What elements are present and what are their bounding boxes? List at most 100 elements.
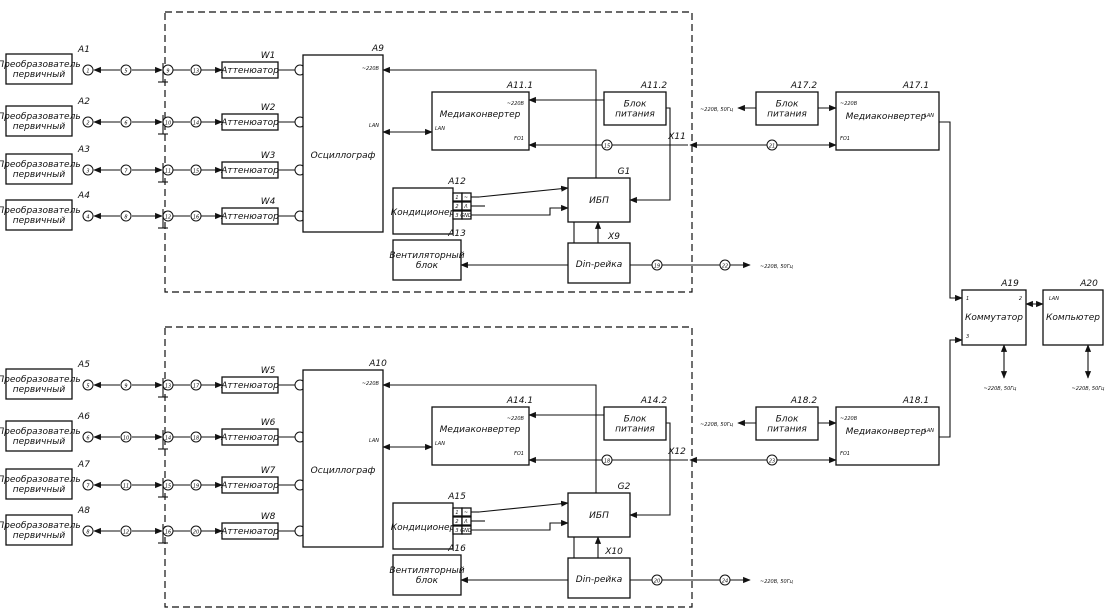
- ups-box: [567, 492, 631, 538]
- terminal-ref: X11: [667, 132, 686, 142]
- sensor-text: Преобразователь: [0, 375, 81, 385]
- mains-mark: [719, 574, 731, 586]
- mc-power-port: ~220В: [507, 416, 525, 422]
- attenuator-label: Аттенюатор: [220, 481, 279, 491]
- oscilloscope-box: [302, 369, 384, 548]
- power-link: [629, 107, 671, 204]
- fo-trunk-mark-label: 21: [769, 144, 775, 150]
- conditioner-label: Кондиционер: [391, 523, 456, 533]
- fo-mark-label: 15: [604, 144, 610, 150]
- sensor-text: Преобразователь: [0, 60, 81, 70]
- conditioner-port-num: 3: [455, 528, 458, 534]
- remote-mc-fo: FO1: [840, 136, 850, 142]
- rail-mark-label: 19: [654, 264, 660, 270]
- conditioner-port-sig: ~: [464, 510, 468, 516]
- din-rail-ref: X9: [607, 232, 620, 242]
- sensor-box: [5, 468, 73, 500]
- sensor-text: первичный: [13, 385, 66, 395]
- remote-mc-label: Медиаконвертер: [846, 112, 927, 122]
- sensor-text: первичный: [13, 122, 66, 132]
- terminal-ref: X12: [667, 447, 686, 457]
- connector-1-label: 7: [86, 484, 90, 490]
- cable-ref: W6: [261, 418, 276, 428]
- connector-2: [120, 431, 132, 443]
- connector-4-label: 19: [193, 484, 199, 490]
- connector-2: [120, 479, 132, 491]
- connector-1-label: 5: [86, 384, 89, 390]
- mains-mark-label: 22: [722, 264, 728, 270]
- osc-power-port: ~220В: [362, 381, 380, 387]
- conditioner-link: [491, 519, 569, 531]
- cable-ref: W7: [261, 466, 276, 476]
- attenuator-label: Аттенюатор: [220, 212, 279, 222]
- power-supply-box: [603, 406, 667, 441]
- lan-to-switch: [939, 336, 963, 438]
- connector-3-label: 10: [165, 121, 171, 127]
- attenuator-label: Аттенюатор: [220, 433, 279, 443]
- connector-2: [120, 164, 132, 176]
- connector-2-label: 7: [124, 169, 128, 175]
- switch-port: 2: [1019, 296, 1022, 302]
- fo-trunk-mark-label: 23: [769, 459, 775, 465]
- power-link: [629, 422, 671, 519]
- connector-1: [82, 116, 94, 128]
- rail-mark: [651, 574, 663, 586]
- remote-psu-text: Блок: [776, 100, 799, 110]
- fan-block-text: Вентиляторный: [389, 251, 464, 261]
- remote-psu-text: питания: [767, 425, 807, 435]
- cable-ref: W2: [261, 103, 276, 113]
- power-link: [382, 66, 597, 180]
- mains-label: ~220В, 50Гц: [760, 264, 793, 270]
- connector-3-label: 15: [165, 484, 171, 490]
- connector-3-label: 9: [166, 69, 169, 75]
- switch-label: Коммутатор: [965, 313, 1023, 323]
- connector-2-label: 12: [123, 530, 129, 536]
- sensor-text: первичный: [13, 437, 66, 447]
- remote-mc-label: Медиаконвертер: [846, 427, 927, 437]
- conditioner-port-num: 2: [455, 204, 458, 210]
- fan-block-ref: A16: [447, 544, 466, 554]
- connector-1-label: 2: [86, 121, 89, 127]
- conditioner-port-sig: GND: [460, 213, 472, 219]
- connector-4-label: 14: [193, 121, 199, 127]
- conditioner-label: Кондиционер: [391, 208, 456, 218]
- fan-link: [460, 537, 575, 584]
- cable-ref: W5: [261, 366, 276, 376]
- computer-box: [1042, 289, 1104, 346]
- connector-1: [82, 479, 94, 491]
- switch-ref: A19: [1000, 279, 1019, 289]
- lan-to-switch: [939, 121, 963, 302]
- sensor-text: первичный: [13, 531, 66, 541]
- mc-lan-port: LAN: [435, 126, 445, 132]
- connector-2: [120, 64, 132, 76]
- conditioner-port-sig: GND: [460, 528, 472, 534]
- conditioner-link: [491, 204, 569, 216]
- media-converter-ref: A11.1: [506, 81, 533, 91]
- sensor-text: первичный: [13, 216, 66, 226]
- ups-ref: G1: [618, 167, 631, 177]
- mc-fo-port: FO1: [514, 451, 524, 457]
- connector-4-label: 20: [193, 530, 199, 536]
- fo-mark: [601, 454, 613, 466]
- ups-label: ИБП: [589, 511, 609, 521]
- remote-psu-text: питания: [767, 110, 807, 120]
- fan-block-text: блок: [416, 261, 439, 271]
- sensor-text: Преобразователь: [0, 521, 81, 531]
- sensor-text: первичный: [13, 170, 66, 180]
- connector-1: [82, 164, 94, 176]
- sensor-text: Преобразователь: [0, 112, 81, 122]
- connector-2: [120, 379, 132, 391]
- conditioner-port-num: 1: [455, 510, 458, 516]
- fo-mark: [601, 139, 613, 151]
- fan-block-text: блок: [416, 576, 439, 586]
- mains-mark-label: 24: [722, 579, 728, 585]
- fan-block-text: Вентиляторный: [389, 566, 464, 576]
- sensor-ref: A6: [77, 412, 90, 422]
- ups-ref: G2: [618, 482, 631, 492]
- connector-4-label: 16: [193, 215, 199, 221]
- sensor-box: [5, 368, 73, 400]
- media-converter-box: [431, 91, 530, 151]
- remote-mc-ref: A17.1: [902, 81, 929, 91]
- remote-psu-box: [755, 406, 819, 441]
- power-supply-text: Блок: [624, 415, 647, 425]
